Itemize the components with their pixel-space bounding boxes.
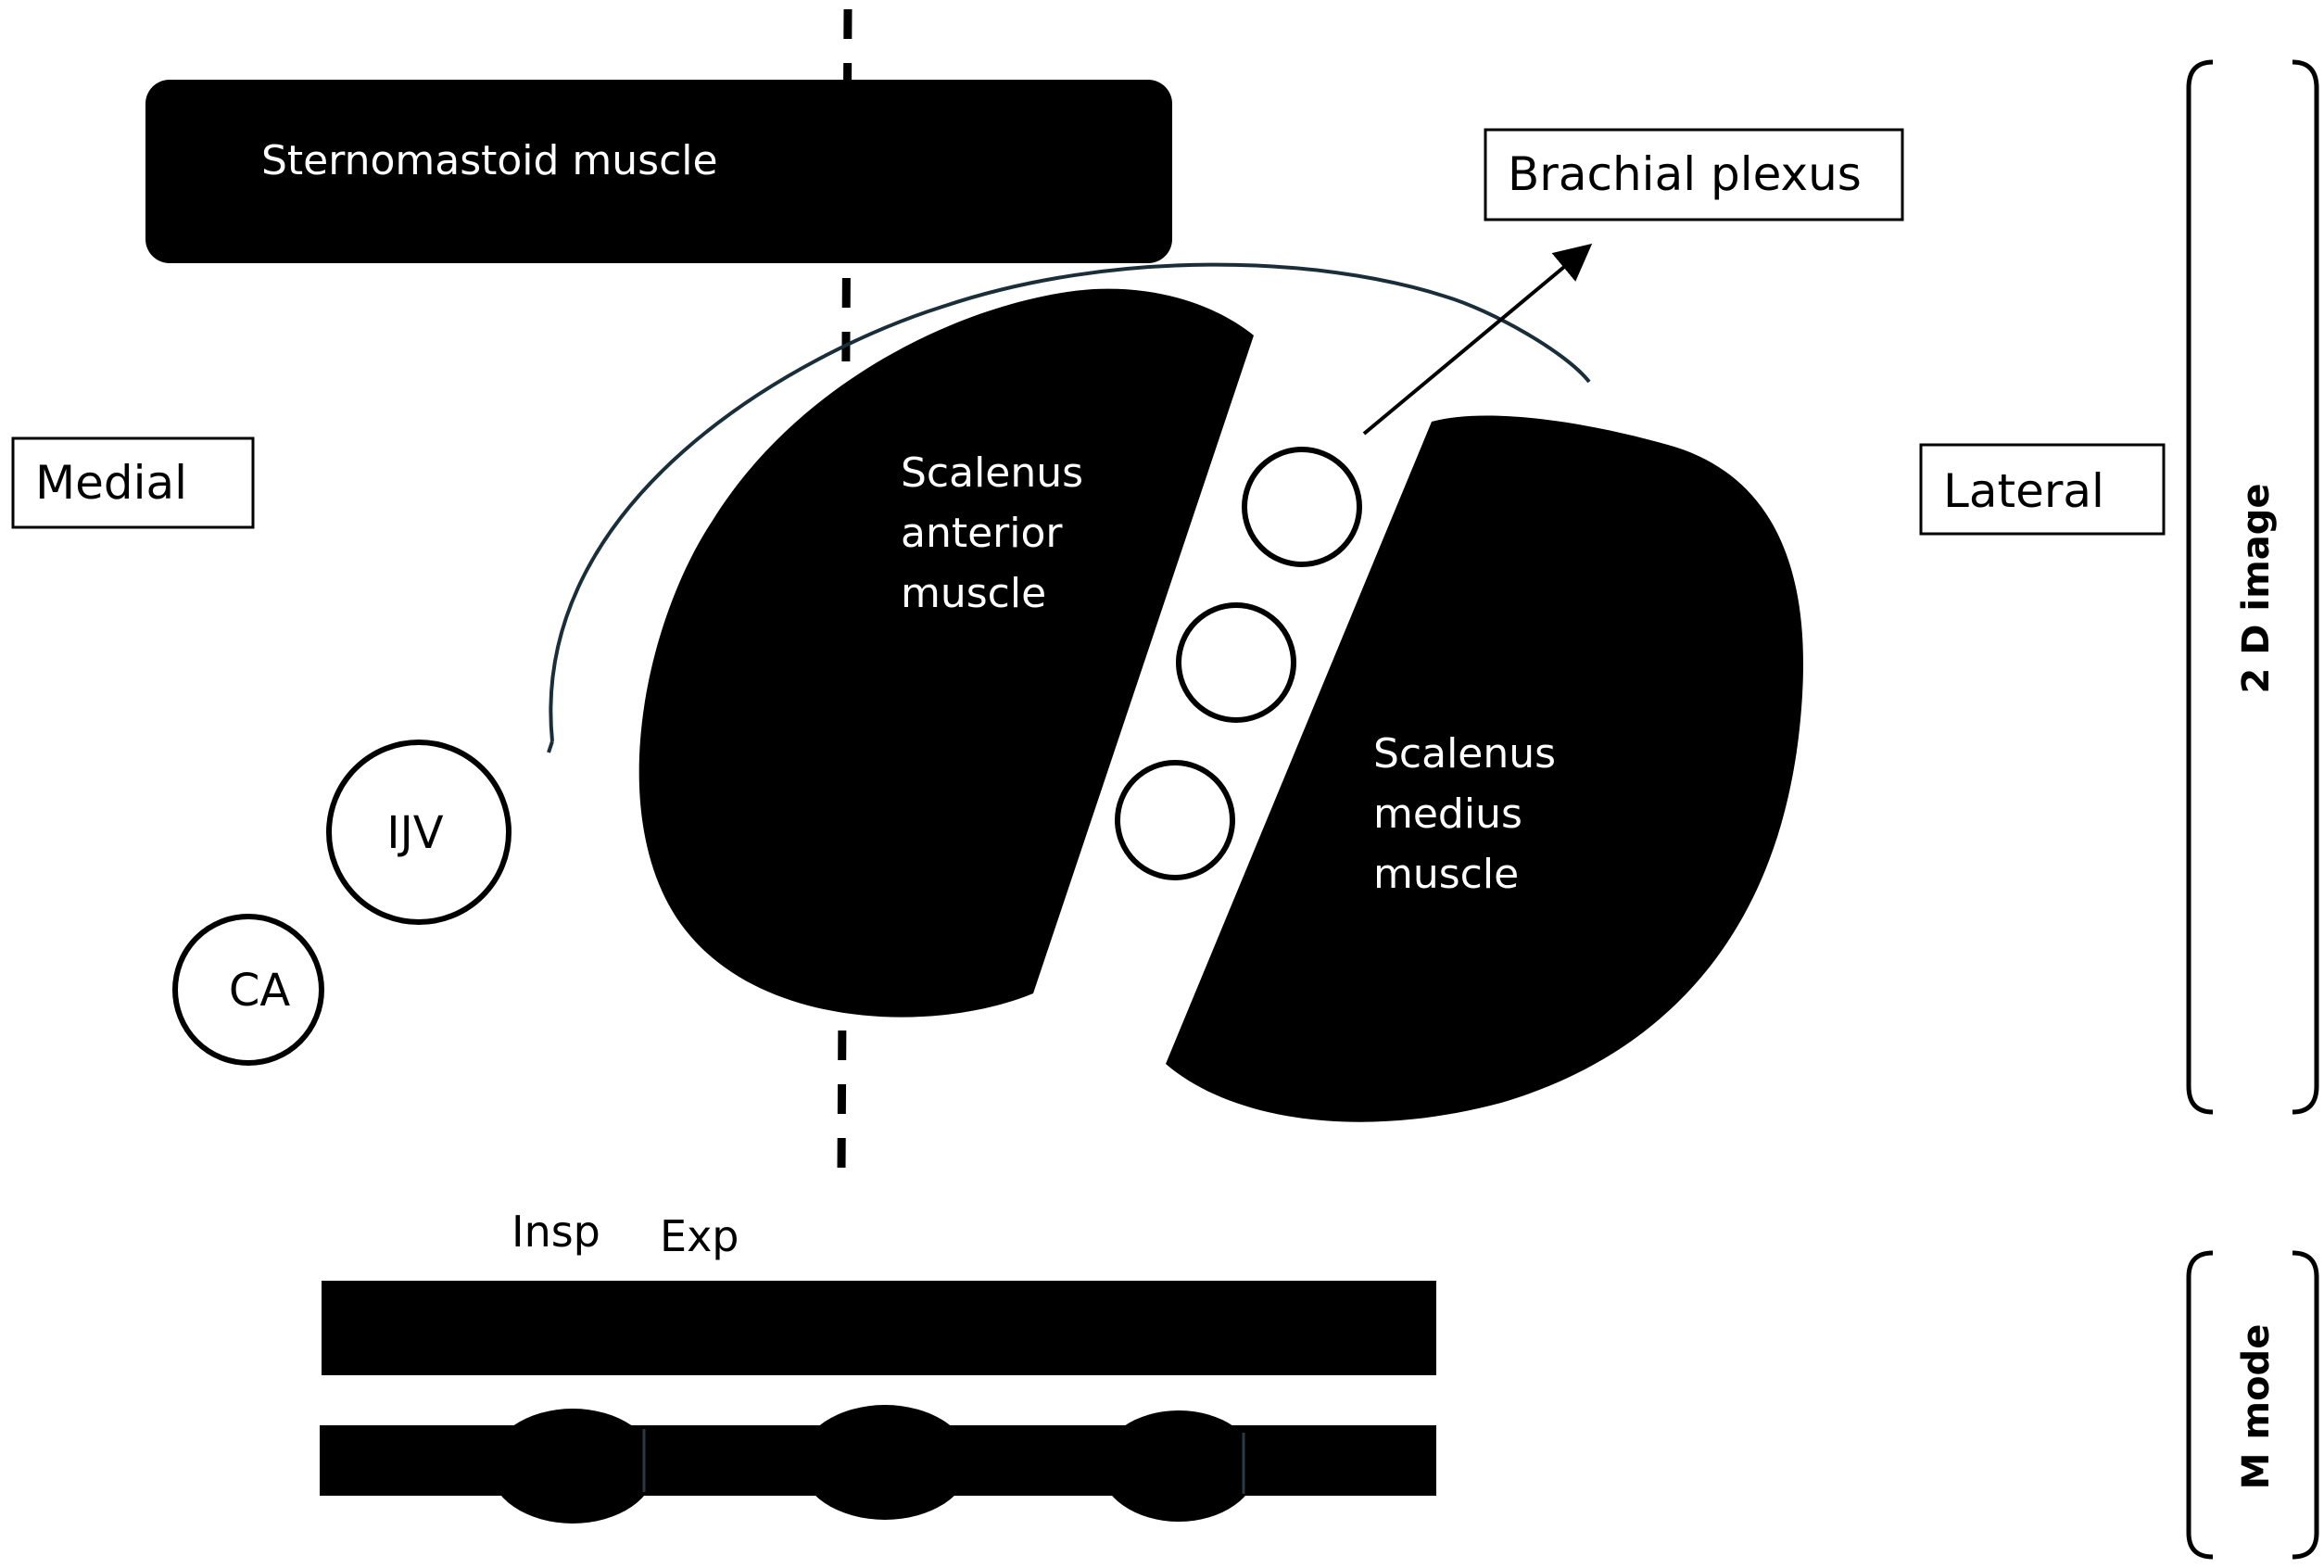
m-mode-label: M mode bbox=[2235, 1324, 2278, 1490]
scalenus-medius-label: Scalenus medius muscle bbox=[1373, 730, 1569, 898]
lateral-label: Lateral bbox=[1943, 464, 2104, 518]
plexus-circle-3 bbox=[1115, 760, 1235, 880]
two-d-image-bracket-right bbox=[2292, 59, 2319, 1115]
scalenus-anterior-muscle bbox=[638, 288, 1254, 1018]
ijv-circle bbox=[326, 740, 512, 925]
brachial-plexus-label: Brachial plexus bbox=[1508, 147, 1862, 201]
exp-label: Exp bbox=[660, 1211, 739, 1261]
brachial-plexus-box bbox=[1484, 128, 1904, 221]
m-mode-bulge-1 bbox=[489, 1409, 656, 1524]
m-mode-upper-band bbox=[322, 1281, 1436, 1375]
two-d-image-bracket bbox=[2186, 59, 2214, 1115]
m-mode-bulge-3 bbox=[1100, 1410, 1257, 1522]
m-mode-lower-band bbox=[320, 1405, 1436, 1524]
ijv-label: IJV bbox=[386, 807, 443, 859]
fascia-curve bbox=[549, 262, 1591, 742]
scalenus-anterior-label: Scalenus anterior muscle bbox=[901, 449, 1096, 617]
fascia-curve-tip bbox=[547, 740, 554, 753]
scalenus-medius-muscle bbox=[1166, 415, 1804, 1122]
plexus-circle-2 bbox=[1176, 602, 1296, 723]
insp-label: Insp bbox=[512, 1207, 600, 1257]
medial-label: Medial bbox=[35, 456, 187, 510]
medial-box bbox=[11, 436, 255, 529]
two-d-image-label: 2 D image bbox=[2235, 483, 2278, 693]
ca-label: CA bbox=[229, 965, 291, 1017]
ca-circle bbox=[172, 914, 324, 1066]
lateral-box bbox=[1919, 443, 2166, 536]
m-mode-bulge-2 bbox=[800, 1405, 970, 1520]
m-mode-bracket-right bbox=[2292, 1250, 2319, 1560]
sternomastoid-muscle bbox=[145, 80, 1172, 263]
brachial-plexus-arrow bbox=[1362, 243, 1593, 436]
plexus-circle-1 bbox=[1242, 447, 1362, 567]
m-mode-bracket bbox=[2186, 1250, 2214, 1560]
sternomastoid-label: Sternomastoid muscle bbox=[261, 137, 718, 184]
